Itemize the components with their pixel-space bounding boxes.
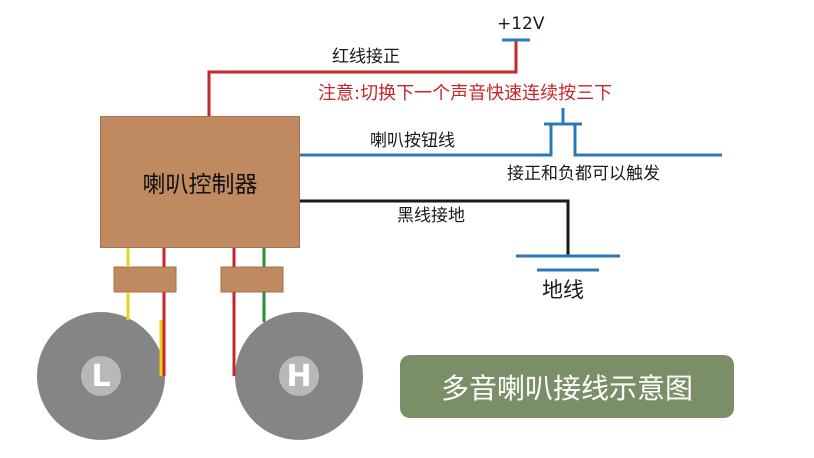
speaker-left-label: L bbox=[91, 358, 111, 394]
red-wire-label: 红线接正 bbox=[332, 47, 400, 67]
black-wire-label: 黑线接地 bbox=[397, 206, 465, 226]
horn-controller-box: 喇叭控制器 bbox=[100, 116, 300, 248]
speaker-right-label: H bbox=[286, 358, 312, 394]
red-wire-positive bbox=[207, 40, 518, 116]
speaker-right-badge: H bbox=[279, 356, 319, 396]
controller-label: 喇叭控制器 bbox=[142, 172, 258, 198]
voltage-label: +12V bbox=[497, 14, 545, 34]
horn-button-wire-left bbox=[300, 124, 553, 157]
horn-button-wire-right bbox=[573, 124, 722, 157]
diagram-title-box: 多音喇叭接线示意图 bbox=[400, 355, 734, 418]
connector-left bbox=[113, 266, 177, 293]
connector-right bbox=[220, 266, 284, 293]
note-label: 注意:切换下一个声音快速连续按三下 bbox=[318, 83, 613, 104]
horn-button-wire-label: 喇叭按钮线 bbox=[370, 131, 455, 151]
ground-label: 地线 bbox=[542, 278, 584, 302]
diagram-title: 多音喇叭接线示意图 bbox=[440, 371, 693, 405]
black-ground-wire bbox=[300, 199, 570, 255]
trigger-note-label: 接正和负都可以触发 bbox=[507, 164, 660, 184]
speaker-left-badge: L bbox=[81, 356, 121, 396]
